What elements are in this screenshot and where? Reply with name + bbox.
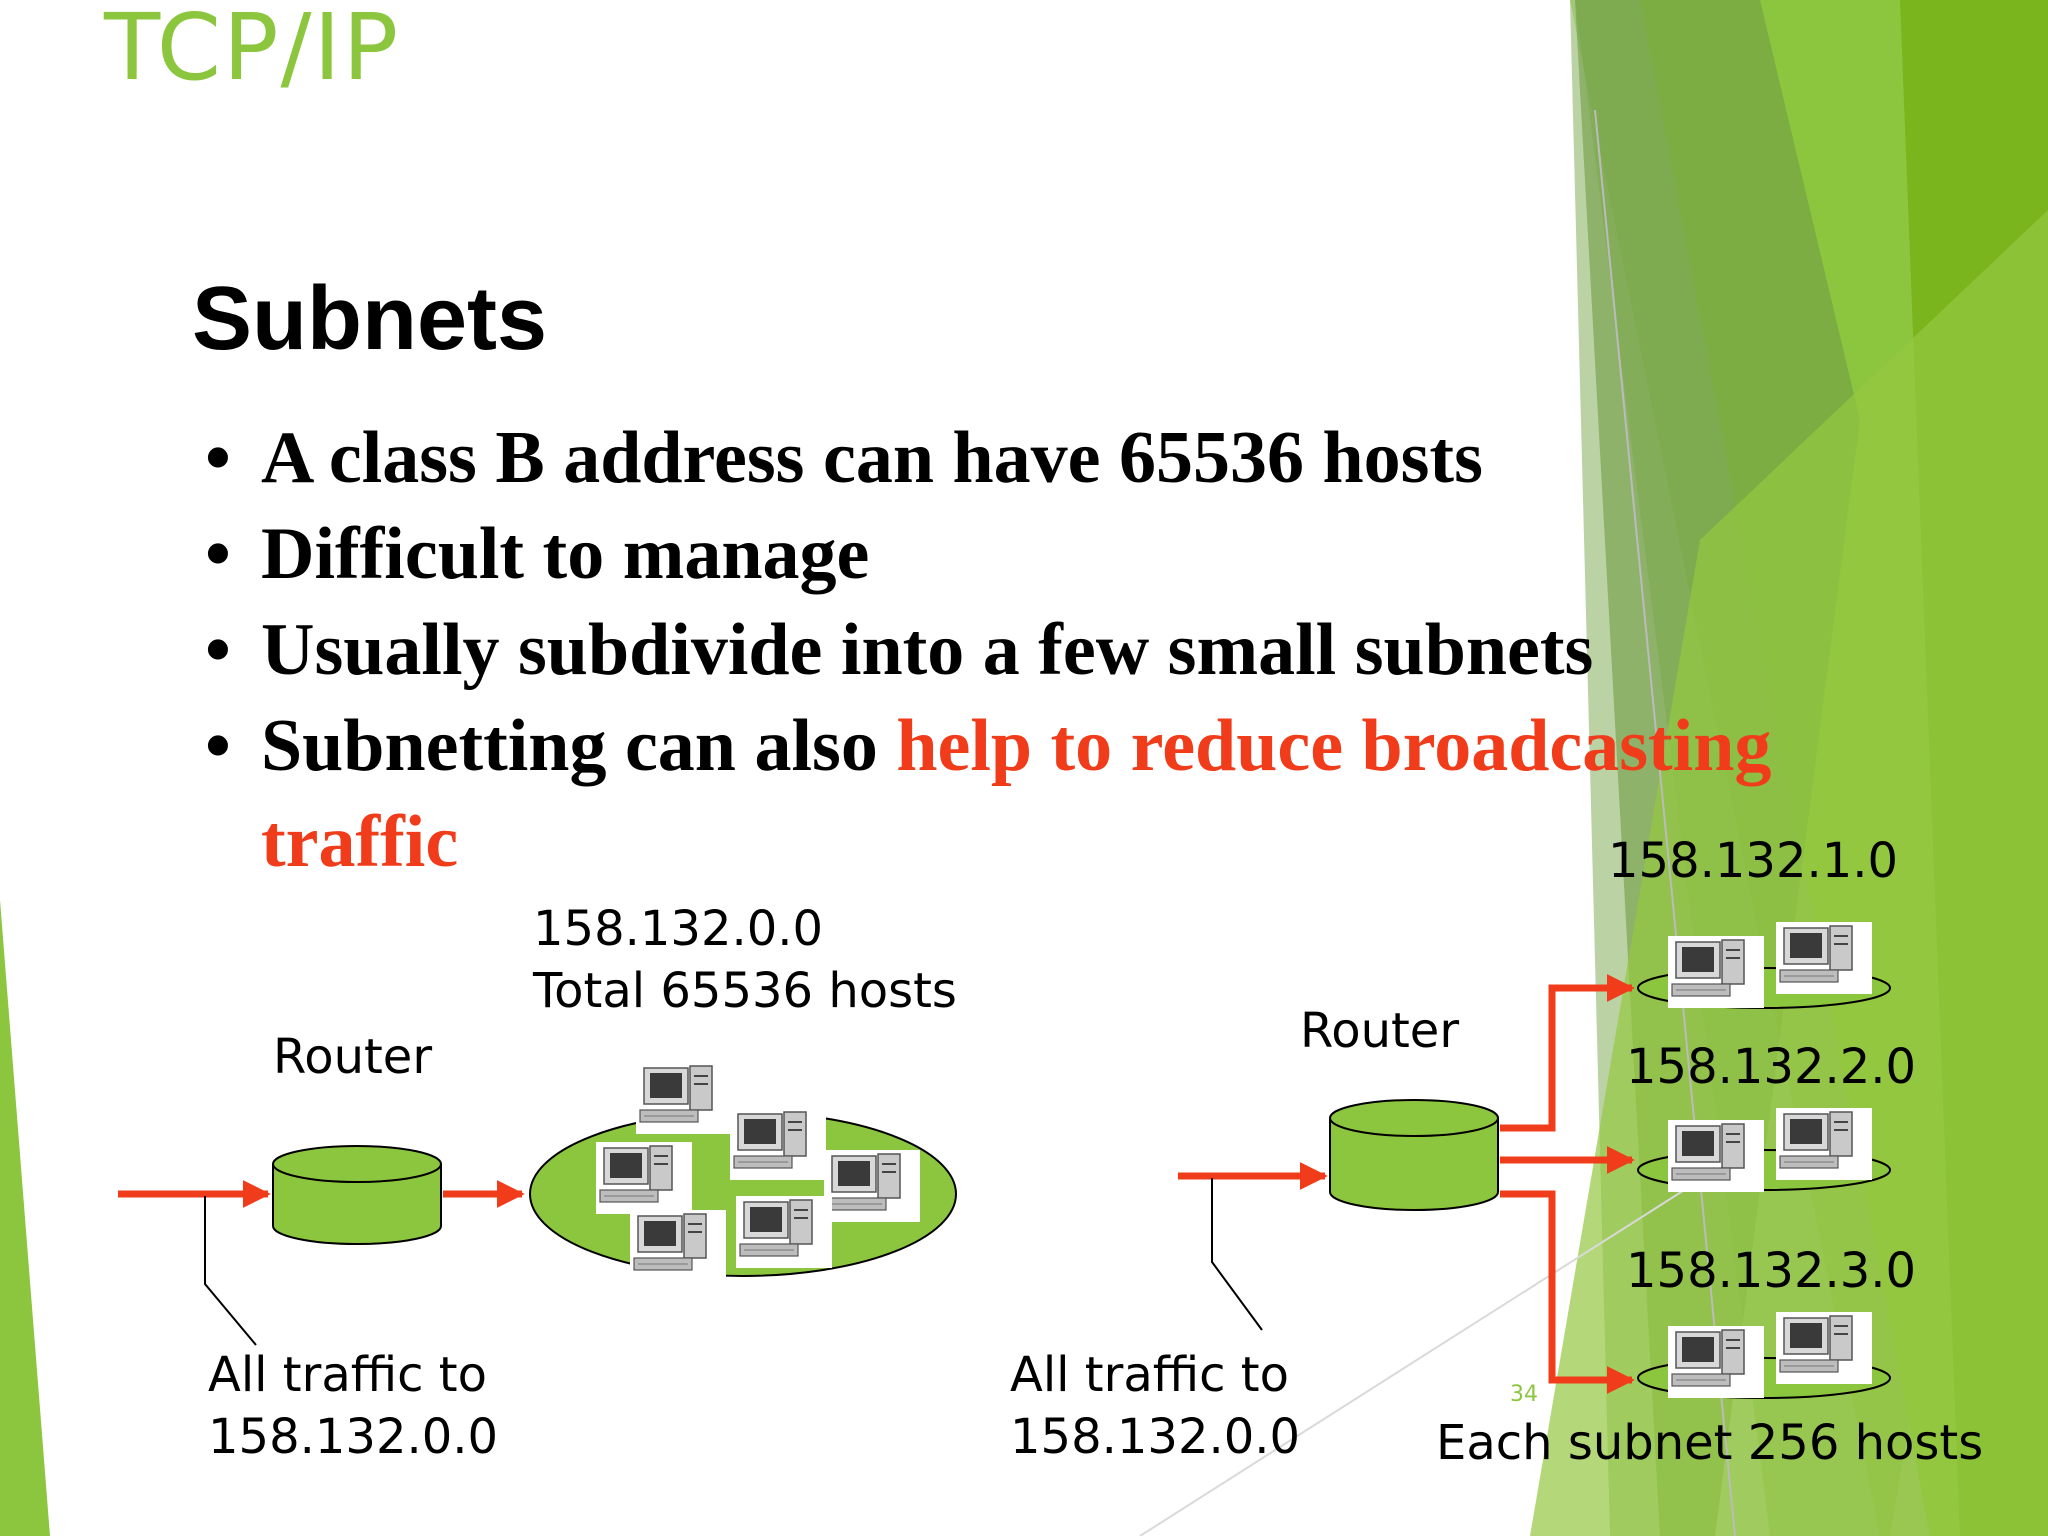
slide-heading: Subnets (192, 269, 548, 369)
bullet-list: A class B address can have 65536 hosts D… (205, 410, 1771, 890)
bullet-item: Subnetting can also help to reduce broad… (205, 698, 1771, 890)
left-traffic-label-line2: 158.132.0.0 (208, 1409, 499, 1465)
left-network-diagram (118, 1061, 957, 1346)
subnet-1-label: 158.132.1.0 (1608, 833, 1899, 889)
right-router-label: Router (1300, 1003, 1460, 1059)
right-router (1329, 1099, 1499, 1211)
left-router (272, 1145, 442, 1245)
subnet-3-label: 158.132.3.0 (1626, 1243, 1917, 1299)
bullet-text: Usually subdivide into a few small subne… (261, 609, 1594, 691)
bullet-highlight: help to reduce broadcasting (896, 705, 1772, 787)
bullet-item: Usually subdivide into a few small subne… (205, 602, 1771, 698)
bullet-text: A class B address can have 65536 hosts (261, 417, 1483, 499)
subnet-hosts-label: Each subnet 256 hosts (1436, 1415, 1984, 1471)
bullet-text: Difficult to manage (261, 513, 870, 595)
right-traffic-label-line1: All traffic to (1010, 1347, 1289, 1403)
bullet-highlight-continuation: traffic (261, 801, 459, 883)
page-number: 34 (1510, 1382, 1538, 1407)
left-router-label: Router (273, 1029, 433, 1085)
subnet-2-label: 158.132.2.0 (1626, 1039, 1917, 1095)
slide-title: TCP/IP (104, 0, 401, 101)
left-hosts-label: Total 65536 hosts (533, 963, 957, 1019)
right-traffic-label-line2: 158.132.0.0 (1010, 1409, 1301, 1465)
bullet-item: Difficult to manage (205, 506, 1771, 602)
right-network-diagram (1178, 921, 1891, 1399)
bullet-item: A class B address can have 65536 hosts (205, 410, 1771, 506)
bullet-text: Subnetting can also (261, 705, 897, 787)
left-network-address: 158.132.0.0 (533, 901, 824, 957)
left-traffic-label-line1: All traffic to (208, 1347, 487, 1403)
